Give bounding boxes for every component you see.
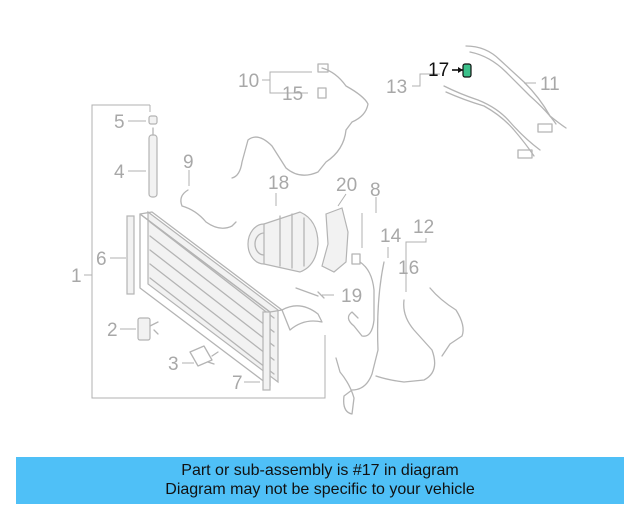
info-banner: Part or sub-assembly is #17 in diagram D…: [16, 457, 624, 504]
drier-cap: [148, 115, 158, 125]
callout-18: 18: [268, 173, 289, 194]
banner-line-2: Diagram may not be specific to your vehi…: [165, 481, 475, 498]
compressor: [247, 211, 319, 273]
callout-8: 8: [370, 180, 381, 201]
bracket-2: [137, 317, 151, 341]
compressor-bracket: [321, 207, 349, 273]
callout-13: 13: [386, 77, 407, 98]
callout-6: 6: [96, 249, 107, 270]
bolt-19: [295, 287, 325, 299]
callout-10: 10: [238, 71, 259, 92]
condenser-frame: [91, 104, 326, 399]
line-11: [465, 45, 567, 129]
callout-19: 19: [341, 286, 362, 307]
receiver-drier: [148, 134, 158, 198]
line-8: [347, 261, 375, 337]
line-14: [335, 261, 385, 415]
callout-5: 5: [114, 112, 125, 133]
callout-9: 9: [183, 152, 194, 173]
callout-15: 15: [282, 84, 303, 105]
callout-20: 20: [336, 175, 357, 196]
callout-3: 3: [168, 354, 179, 375]
line-12: [429, 287, 464, 357]
callout-11: 11: [540, 74, 560, 95]
line-13: [443, 85, 541, 151]
line-10: [231, 67, 369, 179]
part-17-highlight: [462, 63, 472, 78]
callout-17: 17: [428, 60, 449, 81]
parts-diagram: 1 2 3 4 5 6 7 8 9 10 11 12 13 14 15 16 1…: [71, 45, 567, 415]
callout-14: 14: [380, 226, 402, 247]
line-16: [375, 299, 436, 383]
callout-16: 16: [398, 258, 419, 279]
bracket-3: [189, 345, 213, 367]
callout-7: 7: [232, 373, 243, 394]
callout-4: 4: [114, 162, 125, 183]
banner-line-1: Part or sub-assembly is #17 in diagram: [181, 462, 459, 479]
callout-12: 12: [413, 217, 434, 238]
callout-2: 2: [107, 320, 118, 341]
right-bracket: [262, 311, 271, 391]
callout-1: 1: [71, 266, 82, 287]
hose-9: [180, 189, 237, 229]
side-bracket: [126, 215, 135, 295]
